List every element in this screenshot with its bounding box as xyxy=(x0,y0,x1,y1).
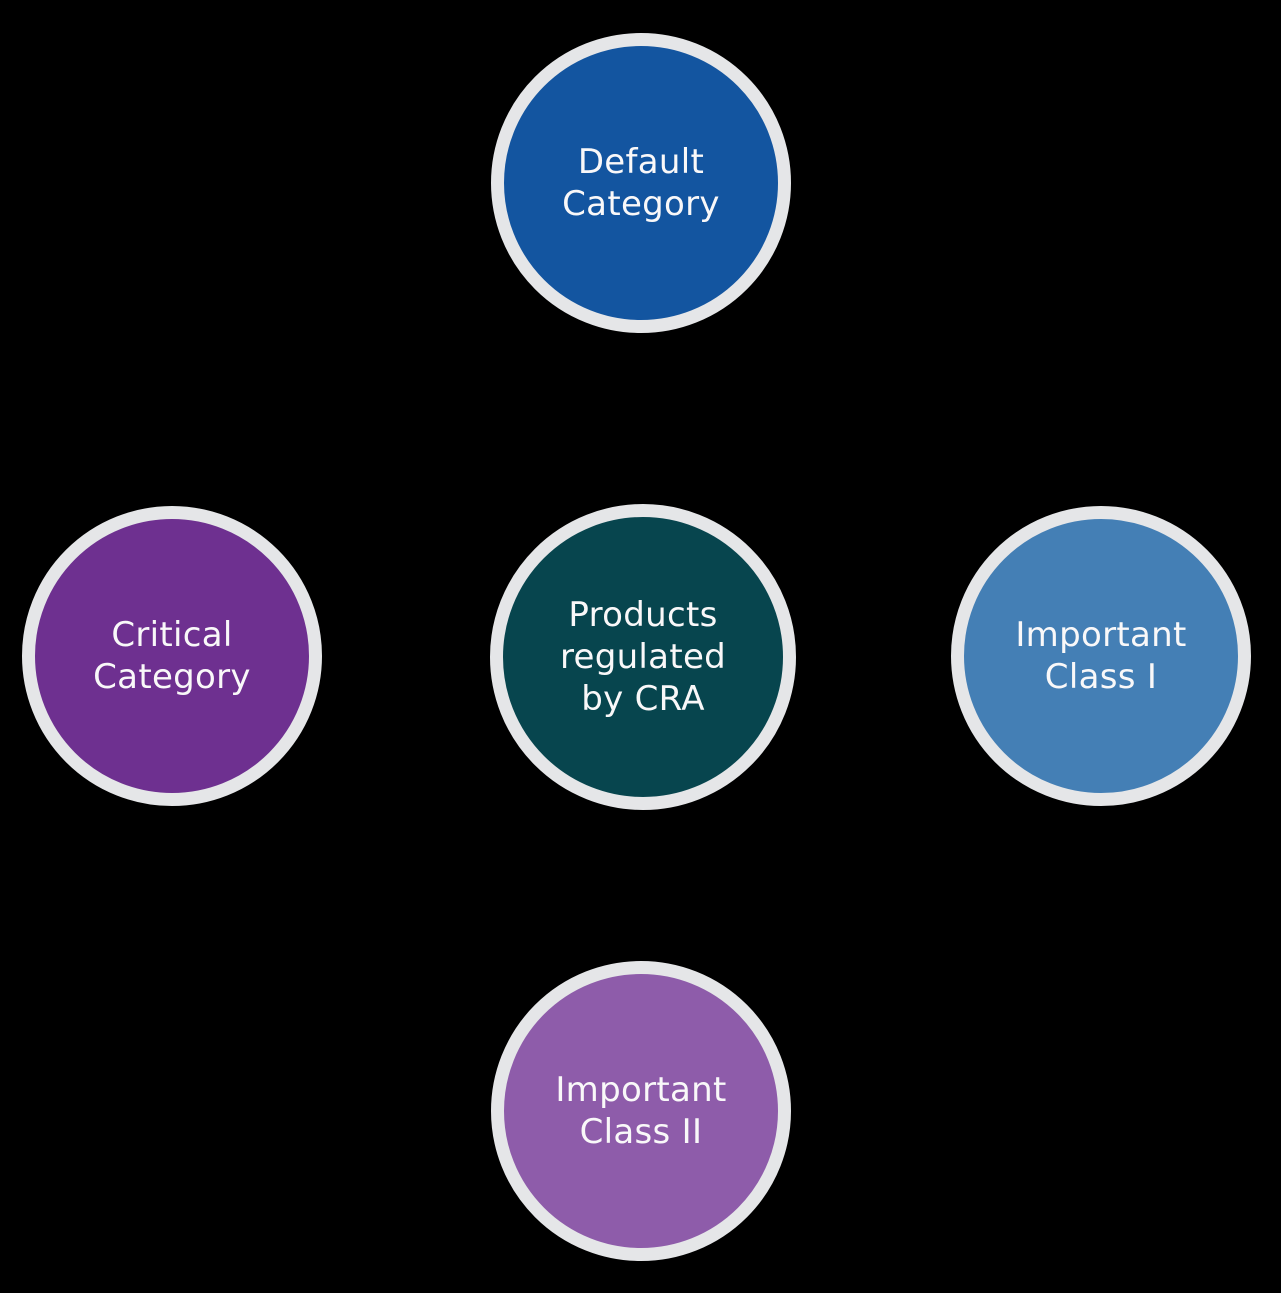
node-critical-category-label: Critical Category xyxy=(93,615,251,697)
node-products-regulated-by-cra: Products regulated by CRA xyxy=(490,504,796,810)
node-default-category: Default Category xyxy=(491,33,791,333)
node-important-class-2-label: Important Class II xyxy=(555,1070,727,1152)
node-default-category-label: Default Category xyxy=(562,142,720,224)
node-important-class-2: Important Class II xyxy=(491,961,791,1261)
node-critical-category: Critical Category xyxy=(22,506,322,806)
node-important-class-1: Important Class I xyxy=(951,506,1251,806)
node-important-class-1-label: Important Class I xyxy=(1015,615,1187,697)
node-products-regulated-by-cra-label: Products regulated by CRA xyxy=(559,595,727,719)
